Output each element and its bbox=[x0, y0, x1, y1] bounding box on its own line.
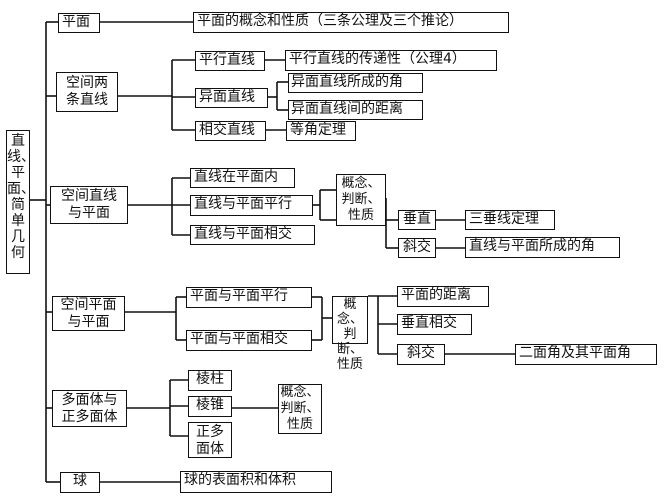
line-in-plane-node: 直线在平面内 bbox=[190, 168, 295, 188]
skew-lines-node: 异面直线 bbox=[195, 88, 268, 108]
two-lines-node: 空间两条直线 bbox=[56, 72, 118, 112]
sphere-desc-node: 球的表面积和体积 bbox=[180, 471, 332, 493]
intersecting-lines-node: 相交直线 bbox=[195, 121, 266, 141]
regular-polyhedron-node: 正多面体 bbox=[188, 422, 232, 458]
skew-angle-node: 异面直线所成的角 bbox=[288, 73, 423, 93]
plane-node: 平面 bbox=[58, 13, 100, 33]
line-plane-node: 空间直线与平面 bbox=[50, 186, 128, 224]
line-plane-angle-node: 直线与平面所成的角 bbox=[465, 237, 620, 258]
plane-desc-node: 平面的概念和性质（三条公理及三个推论） bbox=[193, 12, 509, 33]
line-intersect-plane-node: 直线与平面相交 bbox=[190, 225, 315, 245]
perpendicular-node: 垂直 bbox=[398, 210, 436, 230]
oblique-node-2: 斜交 bbox=[397, 344, 445, 365]
plane-distance-node: 平面的距离 bbox=[397, 286, 489, 307]
plane-plane-node: 空间平面与平面 bbox=[52, 296, 125, 331]
dihedral-node: 二面角及其平面角 bbox=[515, 344, 657, 365]
perp-intersect-node: 垂直相交 bbox=[397, 314, 472, 335]
pyramid-node: 棱锥 bbox=[188, 396, 232, 417]
planes-intersect-node: 平面与平面相交 bbox=[186, 330, 312, 351]
line-parallel-plane-node: 直线与平面平行 bbox=[190, 195, 313, 216]
parallel-lines-node: 平行直线 bbox=[195, 51, 265, 71]
concept-node-1: 概念、判断、性质 bbox=[336, 174, 386, 226]
oblique-node: 斜交 bbox=[398, 238, 436, 258]
concept-node-2: 概念、判断、性质 bbox=[332, 296, 368, 372]
root-node: 直线、平面、简单几何 bbox=[6, 130, 35, 274]
skew-distance-node: 异面直线间的距离 bbox=[288, 100, 423, 120]
three-perp-node: 三垂线定理 bbox=[465, 210, 555, 230]
polyhedron-node: 多面体与正多面体 bbox=[52, 390, 127, 427]
parallel-lines-desc-node: 平行直线的传递性（公理4） bbox=[285, 50, 497, 71]
prism-node: 棱柱 bbox=[188, 370, 232, 391]
concept-node-3: 概念、判断、性质 bbox=[278, 384, 322, 434]
planes-parallel-node: 平面与平面平行 bbox=[186, 287, 312, 308]
sphere-node: 球 bbox=[60, 472, 100, 493]
equal-angle-node: 等角定理 bbox=[286, 121, 356, 141]
